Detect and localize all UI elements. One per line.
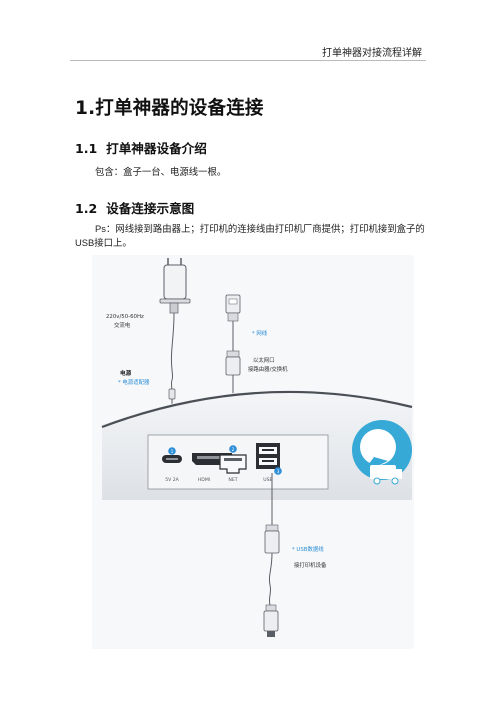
subsection-number: 1.1 bbox=[75, 141, 98, 156]
ps-note: Ps：网线接到路由器上；打印机的连接线由打印机厂商提供；打印机接到盒子的 USB接… bbox=[75, 222, 425, 250]
subsection-text: 设备连接示意图 bbox=[106, 201, 195, 216]
port-label-usb: USB bbox=[263, 477, 272, 483]
port-badge-power: 1 bbox=[168, 447, 176, 455]
power-adapter-icon bbox=[159, 258, 191, 314]
power-label: 电源 bbox=[120, 369, 132, 377]
ethernet-port-icon bbox=[219, 454, 247, 474]
ps-text: ：网线接到路由器上；打印机的连接线由打印机厂商提供；打印机接到盒子的 bbox=[105, 224, 425, 235]
power-cable-label: * 电源适配器 bbox=[118, 378, 150, 386]
network-plug-icon bbox=[225, 294, 241, 351]
device-edge bbox=[101, 390, 413, 429]
subsection-title-diagram: 1.2 设备连接示意图 bbox=[75, 198, 194, 217]
usb-cable-bottom bbox=[268, 552, 273, 606]
port-label-power: 5V 2A bbox=[165, 477, 179, 483]
usb-target-label: 接打印机设备 bbox=[294, 561, 327, 569]
power-cable-top bbox=[170, 312, 175, 391]
intro-paragraph: 包含：盒子一台、电源线一根。 bbox=[95, 167, 227, 178]
ethernet-port-label: 以太网口 bbox=[253, 356, 275, 364]
port-label-hdmi: HDMI bbox=[198, 477, 210, 483]
ps-end: 接口上。 bbox=[94, 238, 132, 249]
subsection-title-intro: 1.1 打单神器设备介绍 bbox=[75, 138, 207, 157]
adapter-voltage-label: 220v/50-60Hz bbox=[106, 314, 144, 320]
subsection-number: 1.2 bbox=[75, 201, 98, 216]
ethernet-target-label: 接路由器/交换机 bbox=[248, 365, 288, 373]
port-badge-number: 1 bbox=[171, 449, 174, 455]
port-badge-number: 3 bbox=[277, 469, 280, 475]
ps-prefix: Ps bbox=[95, 223, 106, 234]
usb-port-icon bbox=[256, 443, 280, 469]
dc-port-icon bbox=[162, 455, 182, 463]
port-badge-number: 2 bbox=[232, 447, 235, 453]
section-title: 1.打单神器的设备连接 bbox=[75, 98, 264, 119]
port-badge-usb: 3 bbox=[274, 467, 282, 475]
connection-diagram: 220v/50-60Hz 交流电 电源 * 电源适配器 * 网线 以太网口 接路… bbox=[92, 255, 414, 649]
port-badge-net: 2 bbox=[229, 445, 237, 453]
subsection-text: 打单神器设备介绍 bbox=[106, 141, 207, 156]
adapter-type-label: 交流电 bbox=[114, 321, 131, 329]
network-cable-label: * 网线 bbox=[252, 329, 268, 337]
header-rule bbox=[70, 60, 426, 61]
usb-plug-icon bbox=[264, 524, 280, 554]
ps-usb: USB bbox=[75, 237, 95, 248]
brand-logo-icon bbox=[352, 420, 412, 485]
running-head: 打单神器对接流程详解 bbox=[322, 48, 422, 59]
usb-cable-label: * USB数据线 bbox=[292, 545, 324, 553]
port-label-net: NET bbox=[228, 477, 237, 483]
usb-b-plug-icon bbox=[263, 604, 279, 637]
